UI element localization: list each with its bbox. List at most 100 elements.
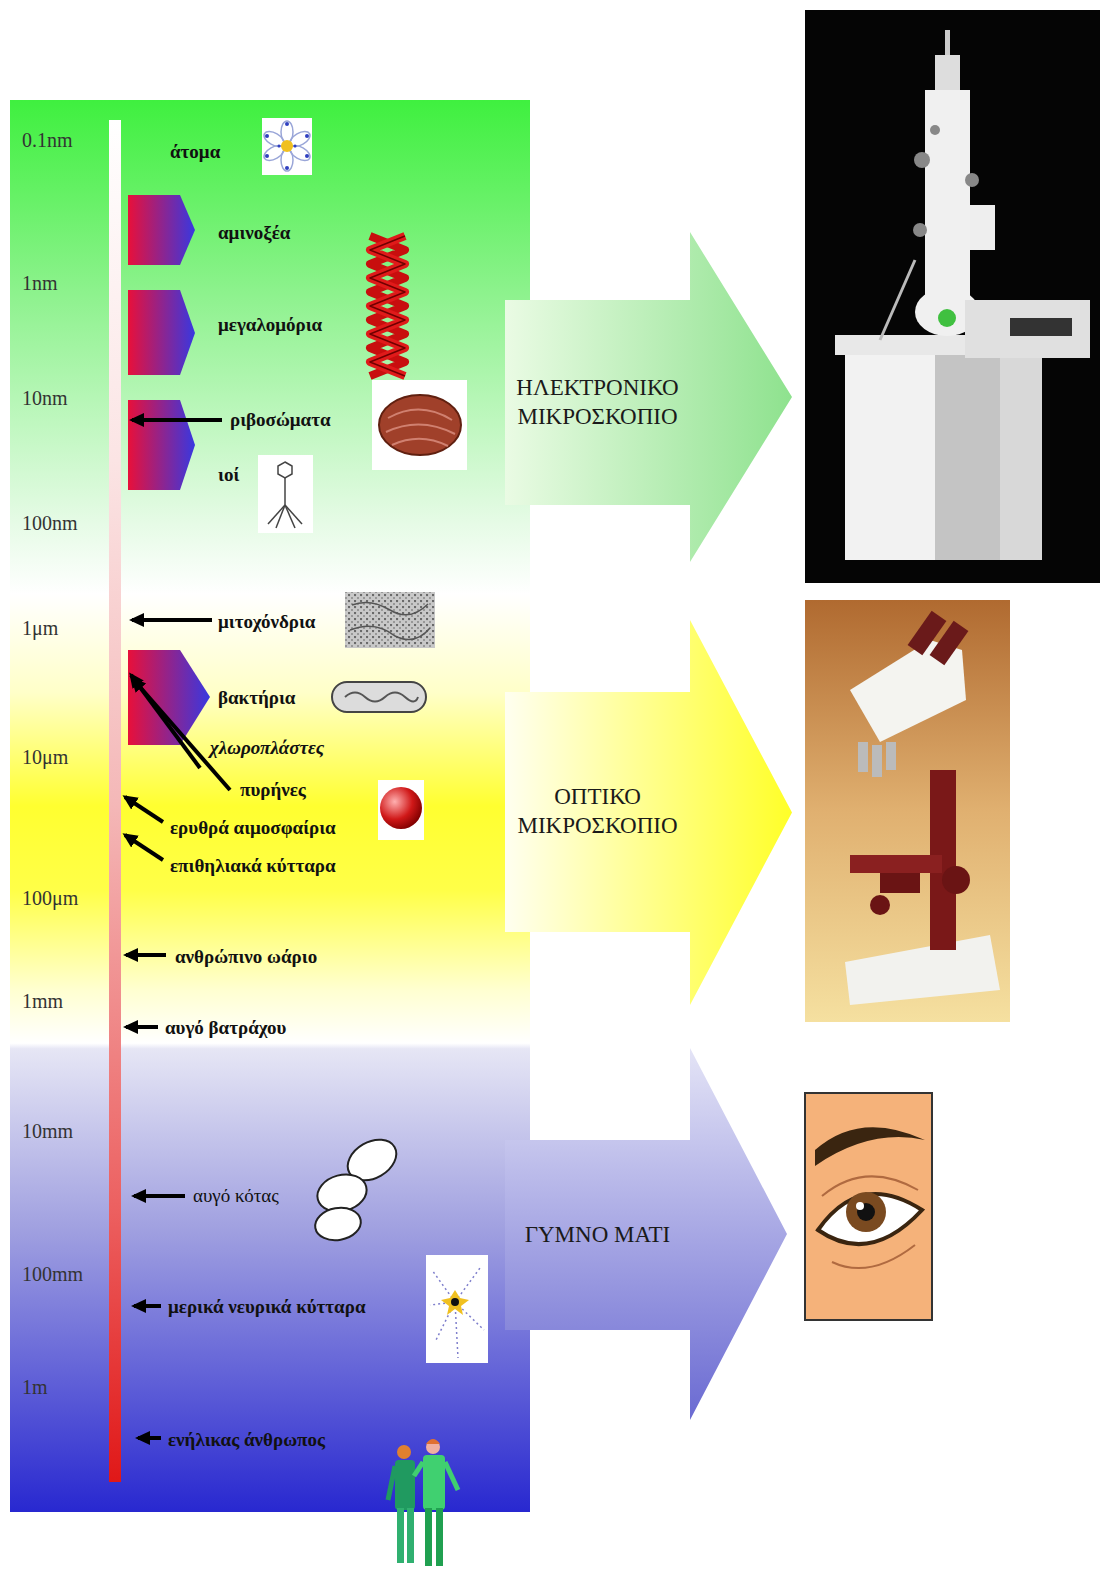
people-figure xyxy=(445,1462,458,1490)
eye-icon xyxy=(857,1203,875,1221)
eye-icon xyxy=(815,1127,925,1166)
range-arrow xyxy=(128,400,195,490)
red-blood-cell-icon xyxy=(380,787,422,829)
eye-icon xyxy=(805,1093,932,1320)
instrument-arrow: ΓΥΜΝΟ ΜΑΤΙ xyxy=(505,1048,790,1420)
specimen-label: αυγό βατράχου xyxy=(165,1017,286,1039)
people-figure xyxy=(436,1508,443,1566)
scale-label: 100nm xyxy=(22,512,78,535)
red-blood-cell-icon xyxy=(378,780,424,840)
people-figure xyxy=(397,1445,411,1459)
specimen-label: ενήλικας άνθρωπος xyxy=(168,1429,325,1451)
specimen-label: μιτοχόνδρια xyxy=(218,611,315,633)
people-figure xyxy=(426,1439,440,1444)
scale-bar xyxy=(109,120,121,1482)
electron-microscope-photo xyxy=(938,309,956,327)
atom-icon xyxy=(265,154,269,158)
atom-icon xyxy=(261,118,312,175)
virus-icon xyxy=(258,455,313,533)
electron-microscope-photo xyxy=(1010,318,1072,336)
dna-helix xyxy=(370,236,405,376)
leader-arrow xyxy=(134,1194,185,1198)
ribosome-icon xyxy=(379,395,461,455)
red-blood-cell-icon xyxy=(378,780,424,840)
electron-microscope-photo xyxy=(805,10,1100,583)
specimen-label: άτομα xyxy=(170,141,220,163)
people-figure xyxy=(425,1508,432,1566)
leader-arrow xyxy=(125,797,163,822)
atom-icon xyxy=(285,166,289,170)
range-arrow xyxy=(128,650,210,745)
range-arrow xyxy=(128,195,195,265)
arrow-outline xyxy=(505,620,792,1005)
leader-arrow xyxy=(126,1025,158,1029)
instrument-name: ΓΥΜΝΟ ΜΑΤΙ xyxy=(525,1221,671,1250)
specimen-label: επιθηλιακά κύτταρα xyxy=(170,855,336,877)
virus-icon xyxy=(284,478,286,505)
people-figure xyxy=(397,1508,404,1563)
optical-microscope-photo xyxy=(858,742,896,777)
optical-microscope-photo xyxy=(805,600,1010,1022)
optical-microscope-photo xyxy=(850,855,942,873)
range-arrow xyxy=(128,290,195,375)
neuron-icon xyxy=(430,1268,484,1358)
specimen-label: αμινοξέα xyxy=(218,222,290,244)
specimen-label: μερικά νευρικά κύτταρα xyxy=(168,1296,366,1318)
specimen-label: ανθρώπινο ωάριο xyxy=(175,946,317,968)
scale-label: 0.1nm xyxy=(22,129,73,152)
scale-label: 100mm xyxy=(22,1263,83,1286)
electron-microscope-photo xyxy=(1000,355,1042,560)
virus-icon xyxy=(268,462,302,528)
atom-icon xyxy=(265,122,309,170)
optical-microscope-photo xyxy=(930,621,969,666)
virus-icon xyxy=(276,505,285,528)
leader-arrow xyxy=(132,418,222,422)
atom-icon xyxy=(305,154,309,158)
neuron-icon xyxy=(441,1290,469,1315)
scale-label: 10μm xyxy=(22,746,68,769)
electron-microscope-photo xyxy=(970,205,995,250)
neuron-icon xyxy=(426,1255,488,1363)
people-figure xyxy=(426,1440,440,1454)
mitochondrion-icon xyxy=(345,592,435,648)
electron-microscope-photo xyxy=(914,152,930,168)
mitochondrion-icon xyxy=(345,592,435,648)
dna-helix xyxy=(370,236,405,376)
electron-microscope-photo xyxy=(935,355,1000,560)
specimen-label: ερυθρά αιμοσφαίρια xyxy=(170,817,336,839)
scale-panel xyxy=(10,100,530,1512)
atom-icon xyxy=(305,134,309,138)
eggs-icon xyxy=(313,1204,364,1244)
instrument-name: ΗΛΕΚΤΡΟΝΙΚΟ ΜΙΚΡΟΣΚΟΠΙΟ xyxy=(512,374,683,432)
eye-icon xyxy=(856,1202,864,1210)
instrument-name: ΟΠΤΙΚΟ ΜΙΚΡΟΣΚΟΠΙΟ xyxy=(512,783,683,841)
virus-icon xyxy=(268,505,285,524)
atom-icon xyxy=(281,140,293,152)
optical-microscope-photo xyxy=(870,895,890,915)
specimen-label: ριβοσώματα xyxy=(230,409,331,431)
arrow-shape xyxy=(505,620,795,1005)
atom-icon xyxy=(278,145,281,148)
scale-label: 1μm xyxy=(22,617,58,640)
optical-microscope-photo xyxy=(880,873,920,893)
specimen-label: ιοί xyxy=(218,464,239,486)
optical-microscope-photo xyxy=(805,600,1010,1022)
atom-icon xyxy=(285,122,289,126)
optical-microscope-photo xyxy=(886,742,896,770)
atom-icon xyxy=(261,121,312,171)
people-figure xyxy=(388,1439,458,1566)
optical-microscope-photo xyxy=(942,866,970,894)
atom-icon xyxy=(294,145,297,148)
people-figure xyxy=(423,1455,445,1510)
specimen-label: αυγό κότας xyxy=(193,1185,279,1207)
electron-microscope-photo xyxy=(965,300,1090,358)
scale-label: 10mm xyxy=(22,1120,73,1143)
ribosome-icon xyxy=(372,380,467,470)
electron-microscope-photo xyxy=(913,223,927,237)
mitochondrion-icon xyxy=(350,602,430,639)
scale-label: 1mm xyxy=(22,990,63,1013)
electron-microscope-photo xyxy=(925,90,970,300)
neuron-icon xyxy=(426,1255,488,1363)
virus-icon xyxy=(285,505,302,524)
bacterium-icon xyxy=(332,682,426,712)
